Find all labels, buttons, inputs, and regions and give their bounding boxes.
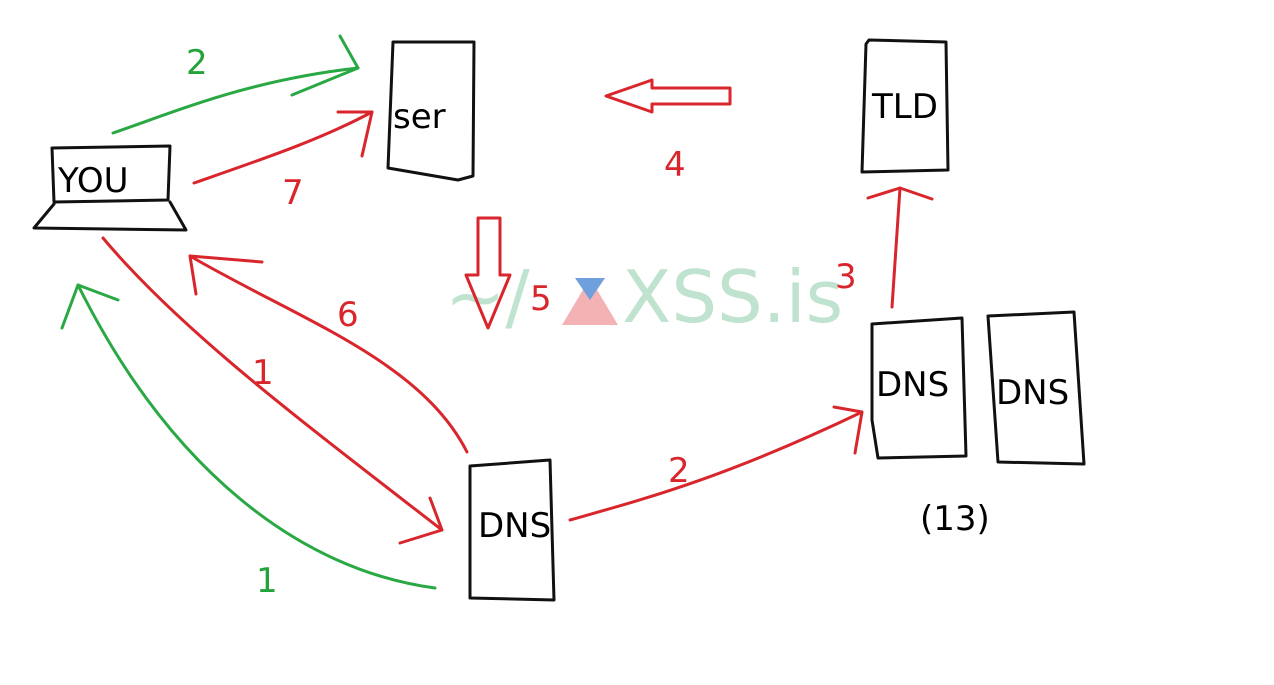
red-arrow-dns-to-root (568, 405, 864, 522)
step-red-ser-to-dns: 5 (530, 279, 552, 319)
red-arrow-root-to-tld (866, 186, 934, 309)
red-arrow-you-to-ser (192, 110, 374, 185)
step-red-you-to-ser: 7 (282, 173, 304, 213)
dns-root-a-label: DNS (876, 365, 949, 405)
step-green-bottom: 1 (256, 561, 278, 601)
red-arrow-dns-to-you (188, 254, 469, 454)
step-red-you-to-dns: 1 (252, 353, 274, 393)
server-icon (860, 38, 950, 174)
red-block-arrow-ser-to-dns (464, 216, 512, 330)
server-icon (386, 40, 476, 182)
step-red-root-to-tld: 3 (835, 257, 857, 297)
step-red-tld-to-ser: 4 (664, 145, 686, 185)
ser-label: ser (393, 97, 446, 137)
server-tld: TLD (860, 38, 950, 174)
laptop-icon (50, 144, 172, 204)
you-label: YOU (57, 161, 129, 201)
server-dns-root-b: DNS (986, 310, 1086, 466)
step-red-dns-to-you: 6 (337, 295, 359, 335)
server-dns-root-a: DNS (870, 316, 968, 460)
server-icon (986, 310, 1086, 466)
watermark-x-icon (562, 278, 618, 325)
tld-label: TLD (871, 87, 938, 127)
dns-root-b-label: DNS (996, 373, 1069, 413)
root-server-count: (13) (920, 499, 990, 539)
watermark-brand: XSS.is (622, 255, 843, 339)
watermark: ~/ XSS.is (445, 255, 843, 339)
green-arrow-bottom (60, 283, 437, 590)
server-icon (870, 316, 968, 460)
dns-resolver-label: DNS (478, 506, 551, 546)
server-icon (468, 458, 556, 602)
step-red-dns-to-root: 2 (668, 451, 690, 491)
laptop-you: YOU (32, 144, 188, 232)
server-dns-resolver: DNS (468, 458, 556, 602)
green-arrow-top (111, 34, 360, 135)
red-arrow-you-to-dns (101, 236, 444, 545)
red-block-arrow-tld-to-ser (604, 78, 732, 114)
server-ser: ser (386, 40, 476, 182)
step-green-top: 2 (186, 43, 208, 83)
